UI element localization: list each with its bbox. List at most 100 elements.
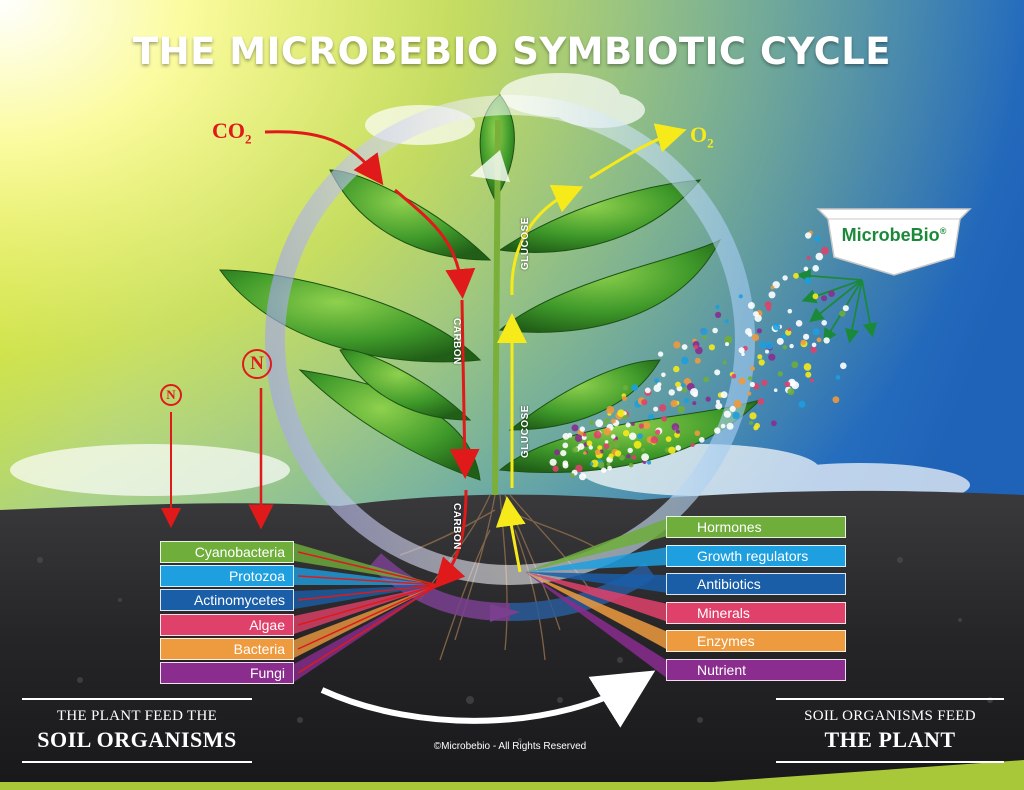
microbe-particle [629, 432, 637, 440]
microbe-particle [814, 235, 821, 242]
microbe-particle [589, 462, 594, 466]
microbe-particle [562, 462, 569, 469]
microbe-particle [694, 357, 701, 364]
microbe-particle [765, 349, 769, 354]
microbe-particle [835, 375, 841, 380]
microbe-particle [606, 405, 615, 414]
microbe-particle [747, 302, 755, 309]
microbe-particle [803, 333, 810, 340]
caption-right-big: THE PLANT [824, 727, 956, 752]
microbe-particle [549, 458, 557, 466]
microbe-particle [641, 399, 648, 406]
glucose-label-lower: GLUCOSE [520, 405, 531, 458]
microbe-particle [603, 427, 612, 436]
carbon-arrow-upper [394, 188, 476, 299]
microbe-particle [776, 337, 784, 345]
microbe-particle [756, 328, 763, 334]
organism-band: Actinomycetes [160, 589, 294, 611]
microbe-particle [610, 418, 616, 424]
glucose-arrow-upper [510, 184, 584, 296]
carbon-arrow-root [433, 489, 468, 589]
microbe-particle [812, 293, 819, 300]
cycle-arrow-bottom [320, 670, 656, 728]
microbe-particle [631, 384, 639, 391]
microbe-particle [758, 359, 765, 366]
copyright-text: ©Microbebio - All Rights Reserved [433, 741, 587, 752]
caption-left-rule-bottom [22, 761, 252, 763]
microbe-particle [589, 420, 594, 426]
microbe-particle [626, 454, 631, 459]
microbe-particle [772, 323, 781, 331]
caption-left-big: SOIL ORGANISMS [37, 727, 237, 752]
carbon-label-lower: CARBON [451, 503, 462, 550]
microbe-particle [575, 464, 583, 473]
nitrogen-label-large: N [242, 349, 272, 379]
benefit-band: Enzymes [666, 630, 846, 652]
microbe-particle [607, 465, 612, 471]
organism-connector [294, 567, 438, 585]
microbe-particle [574, 434, 583, 443]
microbe-particle [823, 337, 830, 344]
organism-connector [294, 585, 438, 634]
microbe-particle [768, 353, 776, 361]
microbe-particle [653, 406, 659, 412]
microbe-particle [681, 344, 688, 350]
o2-arrow [589, 123, 687, 180]
microbe-particle [715, 402, 723, 410]
microbe-particle [588, 445, 593, 450]
microbe-particle [650, 436, 659, 444]
microbe-particle [768, 291, 776, 299]
microbe-particle [815, 252, 824, 261]
organism-connector [294, 585, 438, 609]
co2-label: CO2 [212, 118, 252, 147]
microbe-particle [754, 422, 760, 429]
microbe-particle [747, 332, 753, 337]
microbe-particle [690, 388, 699, 397]
microbe-particle [751, 333, 760, 342]
microbe-particle [772, 281, 780, 289]
microbe-particle [637, 433, 643, 440]
microbe-particle [821, 320, 827, 326]
microbe-particle [754, 314, 762, 322]
microbe-particle [741, 352, 745, 357]
microbe-particle [770, 285, 775, 290]
microbe-particle [583, 451, 587, 455]
microbe-particle [622, 385, 629, 391]
microbe-particle [803, 266, 809, 272]
microbe-particle [749, 381, 756, 388]
microbe-particle [784, 381, 791, 388]
microbe-particle [732, 411, 740, 420]
organism-feed-line [297, 551, 439, 586]
microbe-particle [777, 371, 783, 377]
microbe-particle [787, 308, 793, 314]
caption-right-rule-bottom [776, 761, 1004, 763]
microbe-particle [673, 341, 681, 349]
microbe-particle [738, 347, 745, 354]
microbe-particle [668, 446, 676, 454]
microbe-particle [806, 255, 811, 260]
microbe-particle [606, 462, 611, 466]
microbe-particle [554, 449, 560, 456]
microbe-particle [766, 306, 772, 311]
microbe-particle [812, 328, 820, 336]
microbe-particle [597, 445, 603, 451]
benefit-connector [525, 572, 668, 593]
microbe-particle [692, 401, 697, 406]
microbe-particle [805, 232, 812, 239]
microbe-particle [699, 437, 705, 443]
caption-left-small: THE PLANT FEED THE [56, 708, 218, 724]
microbe-particle [647, 460, 652, 465]
microbe-particle [601, 467, 607, 473]
microbe-particle [811, 342, 817, 348]
microbe-particle [671, 423, 680, 431]
microbe-particle [579, 473, 587, 481]
microbe-particle [670, 400, 678, 408]
microbe-particle [683, 398, 690, 404]
microbe-particle [619, 454, 625, 461]
microbe-particle [612, 439, 621, 448]
microbe-particle [595, 419, 604, 428]
benefit-connectors [525, 518, 668, 679]
microbe-particle [641, 453, 649, 462]
microbe-particle [705, 396, 711, 402]
microbe-particle [722, 360, 727, 365]
